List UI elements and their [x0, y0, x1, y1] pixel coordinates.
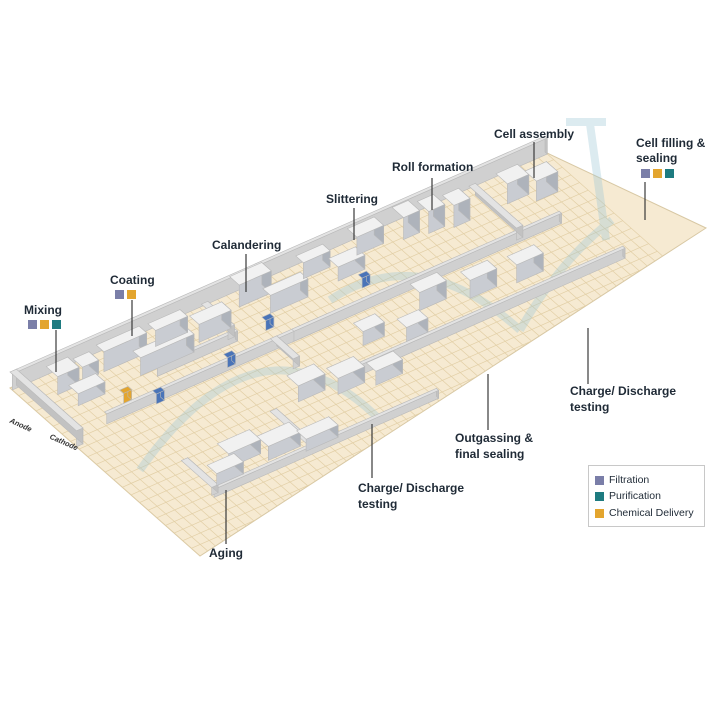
filtration-swatch-icon: [595, 476, 604, 485]
equipment-unit: [352, 313, 385, 332]
label-leader-lines: [55, 142, 646, 544]
equipment-unit: [365, 350, 404, 372]
label-cell-assembly: Cell assembly: [494, 127, 575, 141]
label-outgassing-line1: Outgassing &: [455, 431, 534, 445]
label-charge-discharge-center-line2: testing: [358, 497, 398, 511]
equipment-unit: [206, 453, 244, 475]
label-aging: Aging: [209, 546, 243, 560]
equipment-unit: [416, 194, 446, 212]
legend-label: Filtration: [609, 474, 650, 486]
purification-icon: [665, 169, 674, 178]
partition-wall: [468, 182, 524, 229]
equipment-accent: [152, 386, 165, 395]
equipment-unit: [45, 356, 80, 378]
equipment-accent: [357, 270, 371, 279]
equipment-unit: [147, 309, 189, 331]
equipment-unit: [326, 356, 366, 379]
equipment-unit: [229, 262, 272, 286]
label-outgassing-line2: final sealing: [455, 447, 525, 461]
label-charge-discharge-center-line1: Charge/ Discharge: [358, 481, 465, 495]
filtration-icon: [28, 320, 37, 329]
equipment-unit: [524, 161, 559, 182]
chemical-delivery-icon: [40, 320, 49, 329]
equipment-unit: [295, 243, 331, 264]
filtration-icon: [641, 169, 650, 178]
partition-wall: [291, 210, 563, 332]
legend: Filtration Purification Chemical Deliver…: [588, 465, 705, 527]
filtration-icon: [115, 290, 124, 299]
equipment-unit: [328, 246, 366, 268]
equipment-unit: [409, 272, 447, 293]
chemical-delivery-icon: [653, 169, 662, 178]
equipment-unit: [391, 200, 421, 218]
purification-icon: [52, 320, 61, 329]
equipment-accent: [119, 386, 133, 394]
equipment-unit: [68, 373, 106, 395]
chemical-delivery-swatch-icon: [595, 509, 604, 518]
partition-wall: [269, 335, 301, 360]
partition-wall: [9, 368, 84, 432]
equipment-unit: [286, 363, 326, 387]
equipment-unit: [296, 416, 339, 440]
equipment-unit: [459, 259, 498, 281]
purification-swatch-icon: [595, 492, 604, 501]
equipment-accent: [261, 313, 275, 321]
equipment-unit: [188, 301, 232, 325]
label-mixing: Mixing: [24, 303, 62, 317]
factory-equipment: [45, 160, 559, 487]
chemical-delivery-icon: [127, 290, 136, 299]
label-charge-discharge-right-line2: testing: [570, 400, 610, 414]
equipment-unit: [72, 351, 100, 368]
equipment-accent: [223, 350, 237, 358]
label-slittering: Slittering: [326, 192, 379, 206]
equipment-unit: [262, 271, 309, 296]
label-charge-discharge-right-line1: Charge/ Discharge: [570, 384, 677, 398]
label-cell-filling-line2: sealing: [636, 151, 678, 165]
equipment-unit: [95, 325, 148, 353]
legend-label: Chemical Delivery: [609, 507, 694, 519]
legend-label: Purification: [609, 490, 661, 502]
label-coating: Coating: [110, 273, 155, 287]
equipment-unit: [441, 187, 471, 206]
equipment-unit: [396, 309, 429, 328]
label-roll-formation: Roll formation: [392, 160, 474, 174]
equipment-unit: [506, 244, 544, 266]
label-calandering: Calandering: [212, 238, 282, 252]
label-cell-filling-line1: Cell filling &: [636, 136, 706, 150]
